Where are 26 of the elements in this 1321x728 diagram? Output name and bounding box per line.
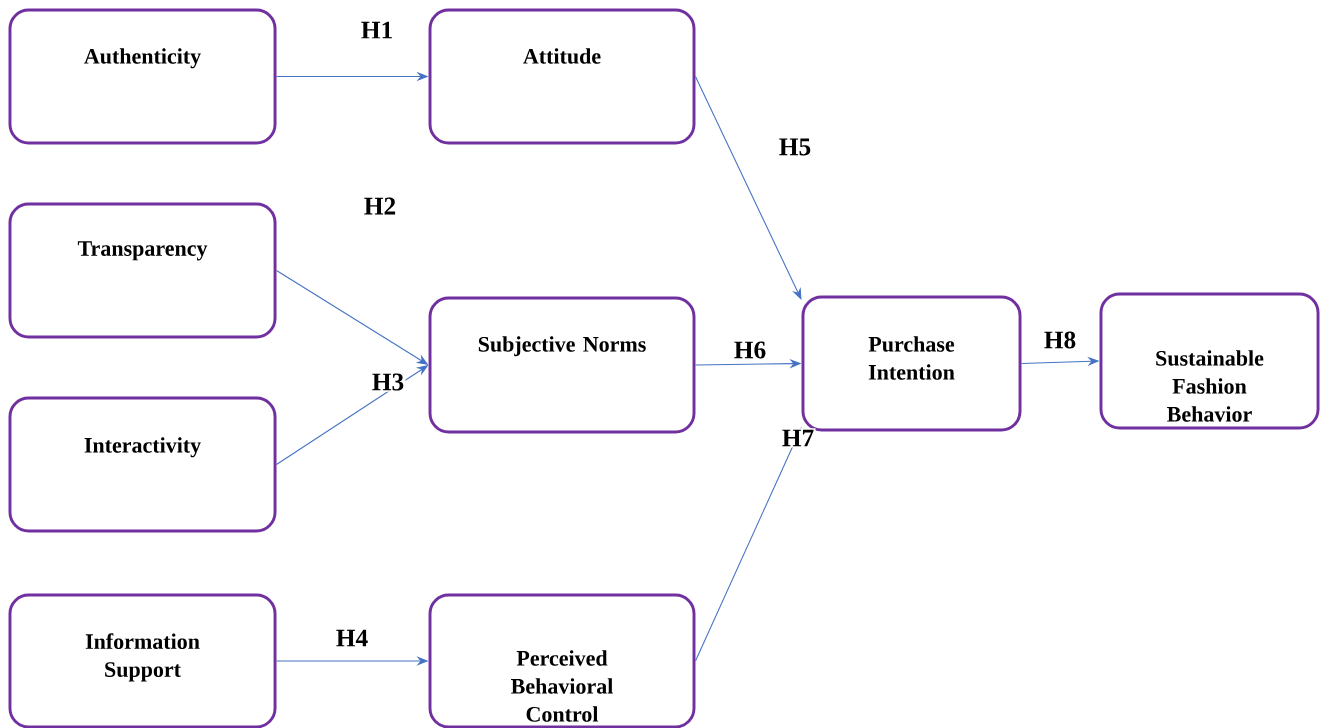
concept-box [8,396,277,533]
concept-box [428,593,696,728]
hypothesis-label: H4 [334,628,370,648]
box-label: Attitude [523,48,601,64]
box-label: Authenticity [84,48,201,69]
concept-box [8,8,277,145]
hypothesis-label: H2 [362,196,398,216]
box-label: Subjective Norms [478,336,646,357]
concept-box [428,296,696,434]
hypothesis-label: H3 [370,372,406,392]
hypothesis-label: H1 [359,20,395,40]
concept-box [8,593,277,728]
hypothesis-label: H7 [780,428,816,448]
hypothesis-label: H6 [732,340,768,360]
box-label: Information Support [85,633,200,682]
box-label: Purchase Intention [868,336,955,380]
arrow [694,75,802,300]
concept-box [8,202,277,339]
hypothesis-label: H5 [777,137,813,157]
concept-box [1099,292,1320,430]
box-label: Transparency [77,241,208,261]
box-label: Sustainable Fashion Behavior [1156,350,1264,422]
box-label: Perceived Behavioral Control [511,650,613,722]
box-label: Interactivity [84,437,201,458]
hypothesis-label: H8 [1042,330,1078,350]
concept-box [428,8,696,145]
